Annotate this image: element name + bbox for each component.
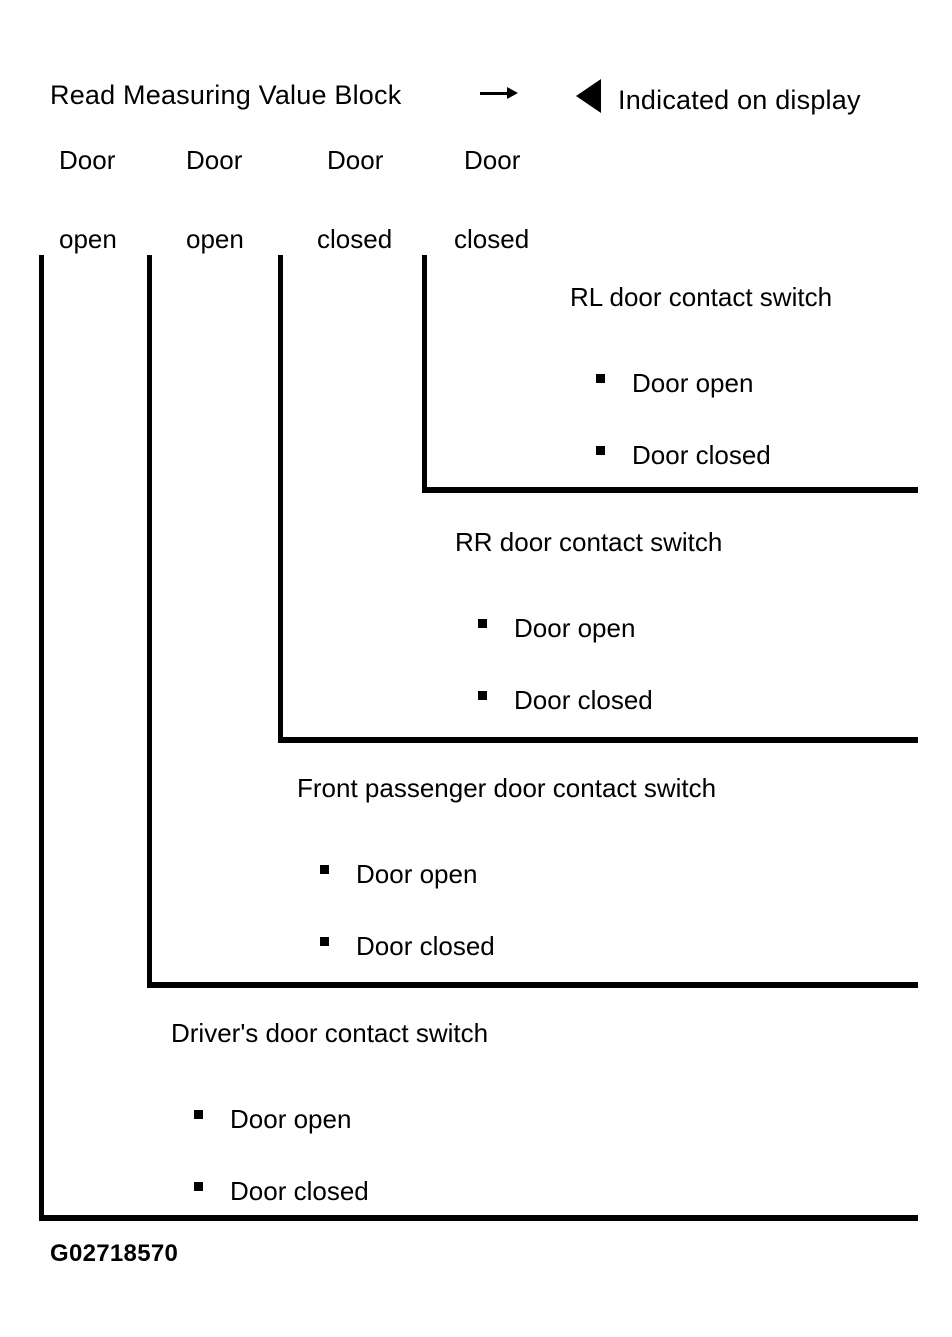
- section-title-front-passenger-door: Front passenger door contact switch: [297, 773, 717, 803]
- bracket-vline-front-passenger-door: [147, 255, 152, 988]
- bullet-icon: [478, 619, 487, 628]
- list-item-label: Door closed: [356, 931, 495, 961]
- bracket-vline-drivers-door: [39, 255, 44, 1221]
- bullet-icon: [596, 374, 605, 383]
- column-header-2-top: Door: [186, 145, 243, 175]
- bullet-icon: [478, 691, 487, 700]
- bracket-hline-drivers-door: [39, 1215, 918, 1221]
- right-arrow-icon: [480, 86, 520, 102]
- column-header-4-top: Door: [464, 145, 521, 175]
- bullet-icon: [320, 865, 329, 874]
- bracket-vline-rr-door: [278, 255, 283, 743]
- section-title-drivers-door: Driver's door contact switch: [171, 1018, 489, 1048]
- column-header-1-bottom: open: [59, 224, 117, 254]
- section-title-rr-door: RR door contact switch: [455, 527, 723, 557]
- page-title: Read Measuring Value Block: [50, 80, 402, 110]
- list-item-label: Door closed: [632, 440, 771, 470]
- section-title-rl-door: RL door contact switch: [570, 282, 833, 312]
- column-header-2-bottom: open: [186, 224, 244, 254]
- column-header-3-bottom: closed: [317, 224, 393, 254]
- list-item-label: Door open: [356, 859, 478, 889]
- figure-code: G02718570: [50, 1240, 179, 1267]
- bracket-hline-rl-door: [422, 487, 918, 493]
- bullet-icon: [194, 1182, 203, 1191]
- bracket-hline-rr-door: [278, 737, 918, 743]
- bullet-icon: [194, 1110, 203, 1119]
- list-item-label: Door open: [514, 613, 636, 643]
- list-item-label: Door closed: [230, 1176, 369, 1206]
- list-item-label: Door open: [632, 368, 754, 398]
- bracket-hline-front-passenger-door: [147, 982, 918, 988]
- indicated-on-display-label: Indicated on display: [618, 85, 861, 115]
- bullet-icon: [320, 937, 329, 946]
- left-triangle-icon: [576, 79, 601, 113]
- list-item-label: Door closed: [514, 685, 653, 715]
- column-header-1-top: Door: [59, 145, 116, 175]
- list-item-label: Door open: [230, 1104, 352, 1134]
- bullet-icon: [596, 446, 605, 455]
- column-header-3-top: Door: [327, 145, 384, 175]
- column-header-4-bottom: closed: [454, 224, 530, 254]
- bracket-vline-rl-door: [422, 255, 427, 493]
